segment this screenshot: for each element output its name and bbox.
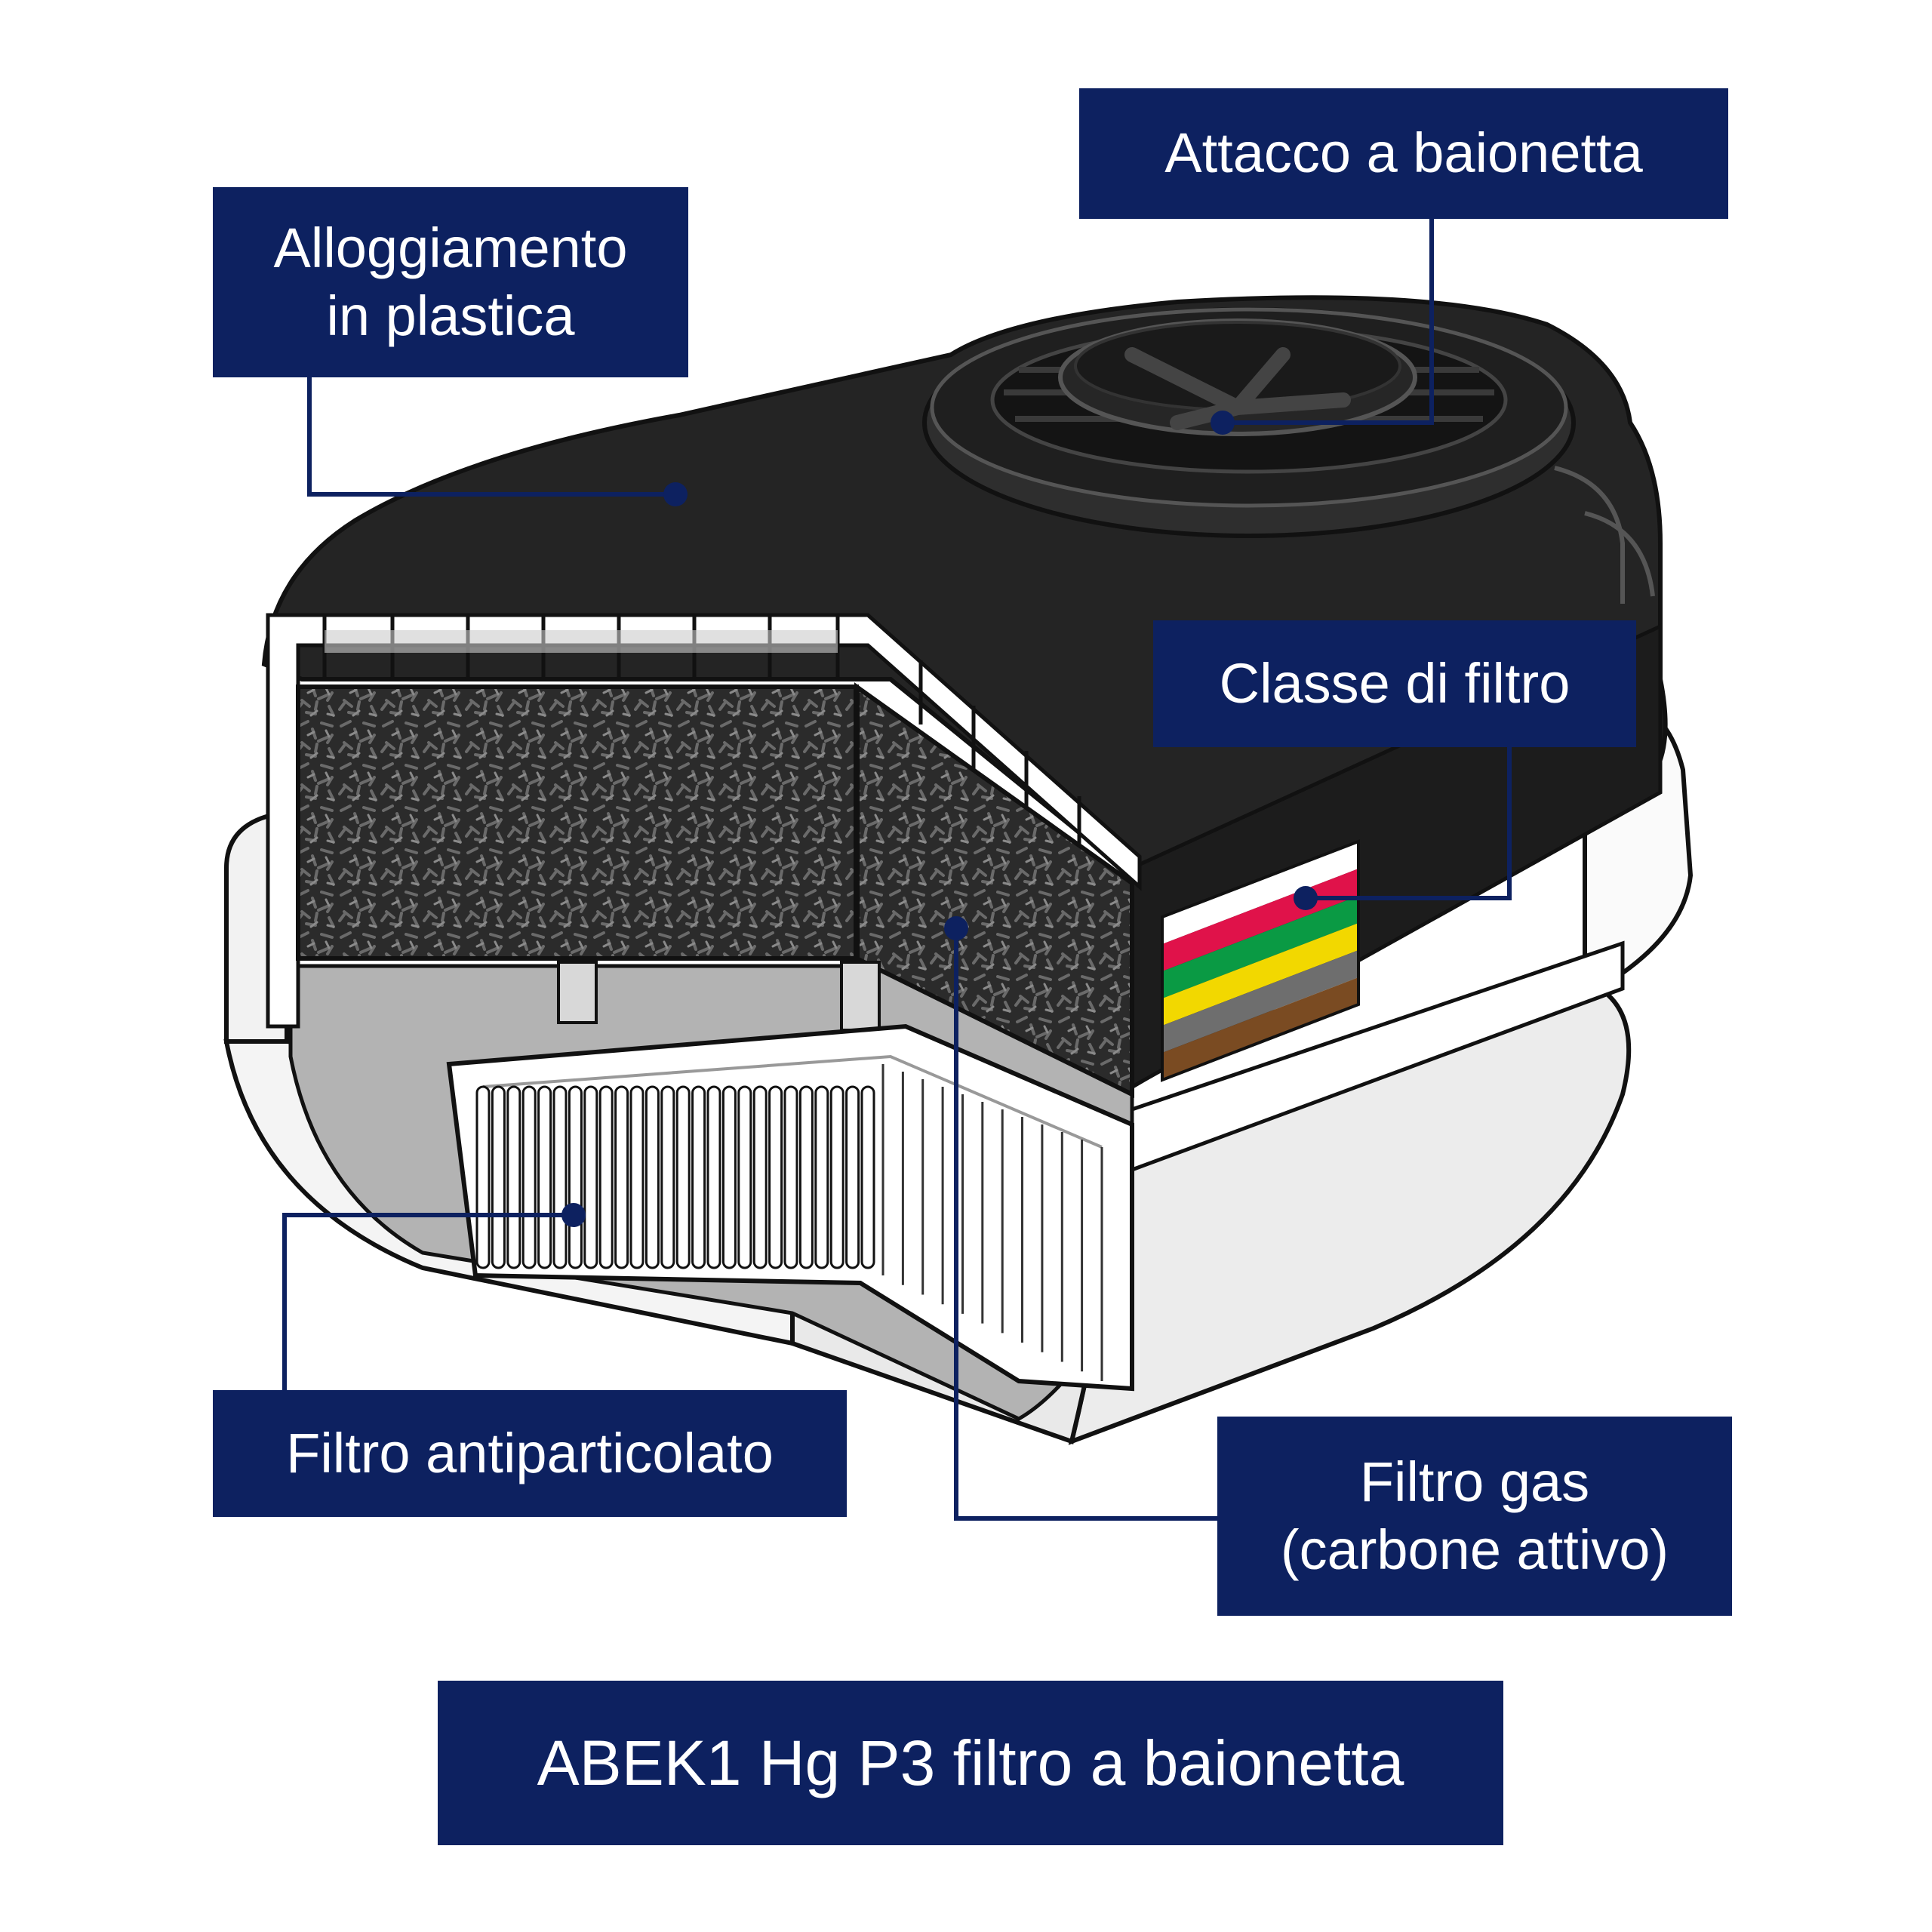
particulate-pleat [645,1085,660,1269]
particulate-pleat [860,1085,875,1269]
particulate-pleat [475,1085,491,1269]
particulate-pleat [506,1085,521,1269]
label-gas-filter: Filtro gas (carbone attivo) [1217,1417,1732,1616]
particulate-pleat [737,1085,752,1269]
label-bayonet-mount: Attacco a baionetta [1079,88,1728,219]
label-filter-class: Classe di filtro [1153,620,1636,747]
diagram-title-banner: ABEK1 Hg P3 filtro a baionetta [438,1681,1503,1845]
particulate-pleat [752,1085,768,1269]
particulate-pleat [614,1085,629,1269]
label-particulate-filter: Filtro antiparticolato [213,1390,847,1517]
label-particulate-text: Filtro antiparticolato [286,1421,774,1484]
label-gas-line2: (carbone attivo) [1280,1518,1669,1581]
label-housing-line2: in plastica [326,285,575,347]
particulate-pleat [783,1085,798,1269]
support-pillar-left [557,961,598,1024]
particulate-pleat [491,1085,506,1269]
label-filter-class-text: Classe di filtro [1219,651,1571,715]
particulate-pleat [552,1085,568,1269]
particulate-pleat [660,1085,675,1269]
particulate-pleat [814,1085,829,1269]
label-plastic-housing: Alloggiamento in plastica [213,187,688,377]
particulate-pleat [798,1085,814,1269]
particulate-pleat [568,1085,583,1269]
label-housing-line1: Alloggiamento [273,216,628,279]
particulate-pleat [583,1085,598,1269]
diagram-title: ABEK1 Hg P3 filtro a baionetta [537,1727,1404,1798]
particulate-pleat [521,1085,537,1269]
particulate-pleat [691,1085,706,1269]
particulate-pleat [598,1085,614,1269]
support-pillar-right [840,961,881,1032]
label-bayonet-text: Attacco a baionetta [1164,122,1643,185]
particulate-pleat [829,1085,844,1269]
particulate-pleat [537,1085,552,1269]
particulate-pleat [629,1085,645,1269]
particulate-pleat [675,1085,691,1269]
housing-cut-wall [266,613,1142,1029]
particulate-pleat [706,1085,721,1269]
particulate-pleat [721,1085,737,1269]
housing-step-1 [1554,466,1625,604]
carbon-gas-filter-top [296,685,859,961]
particulate-pleat [845,1085,860,1269]
label-gas-line1: Filtro gas [1359,1450,1590,1513]
housing-step-2 [1584,511,1655,597]
particulate-pleat [768,1085,783,1269]
